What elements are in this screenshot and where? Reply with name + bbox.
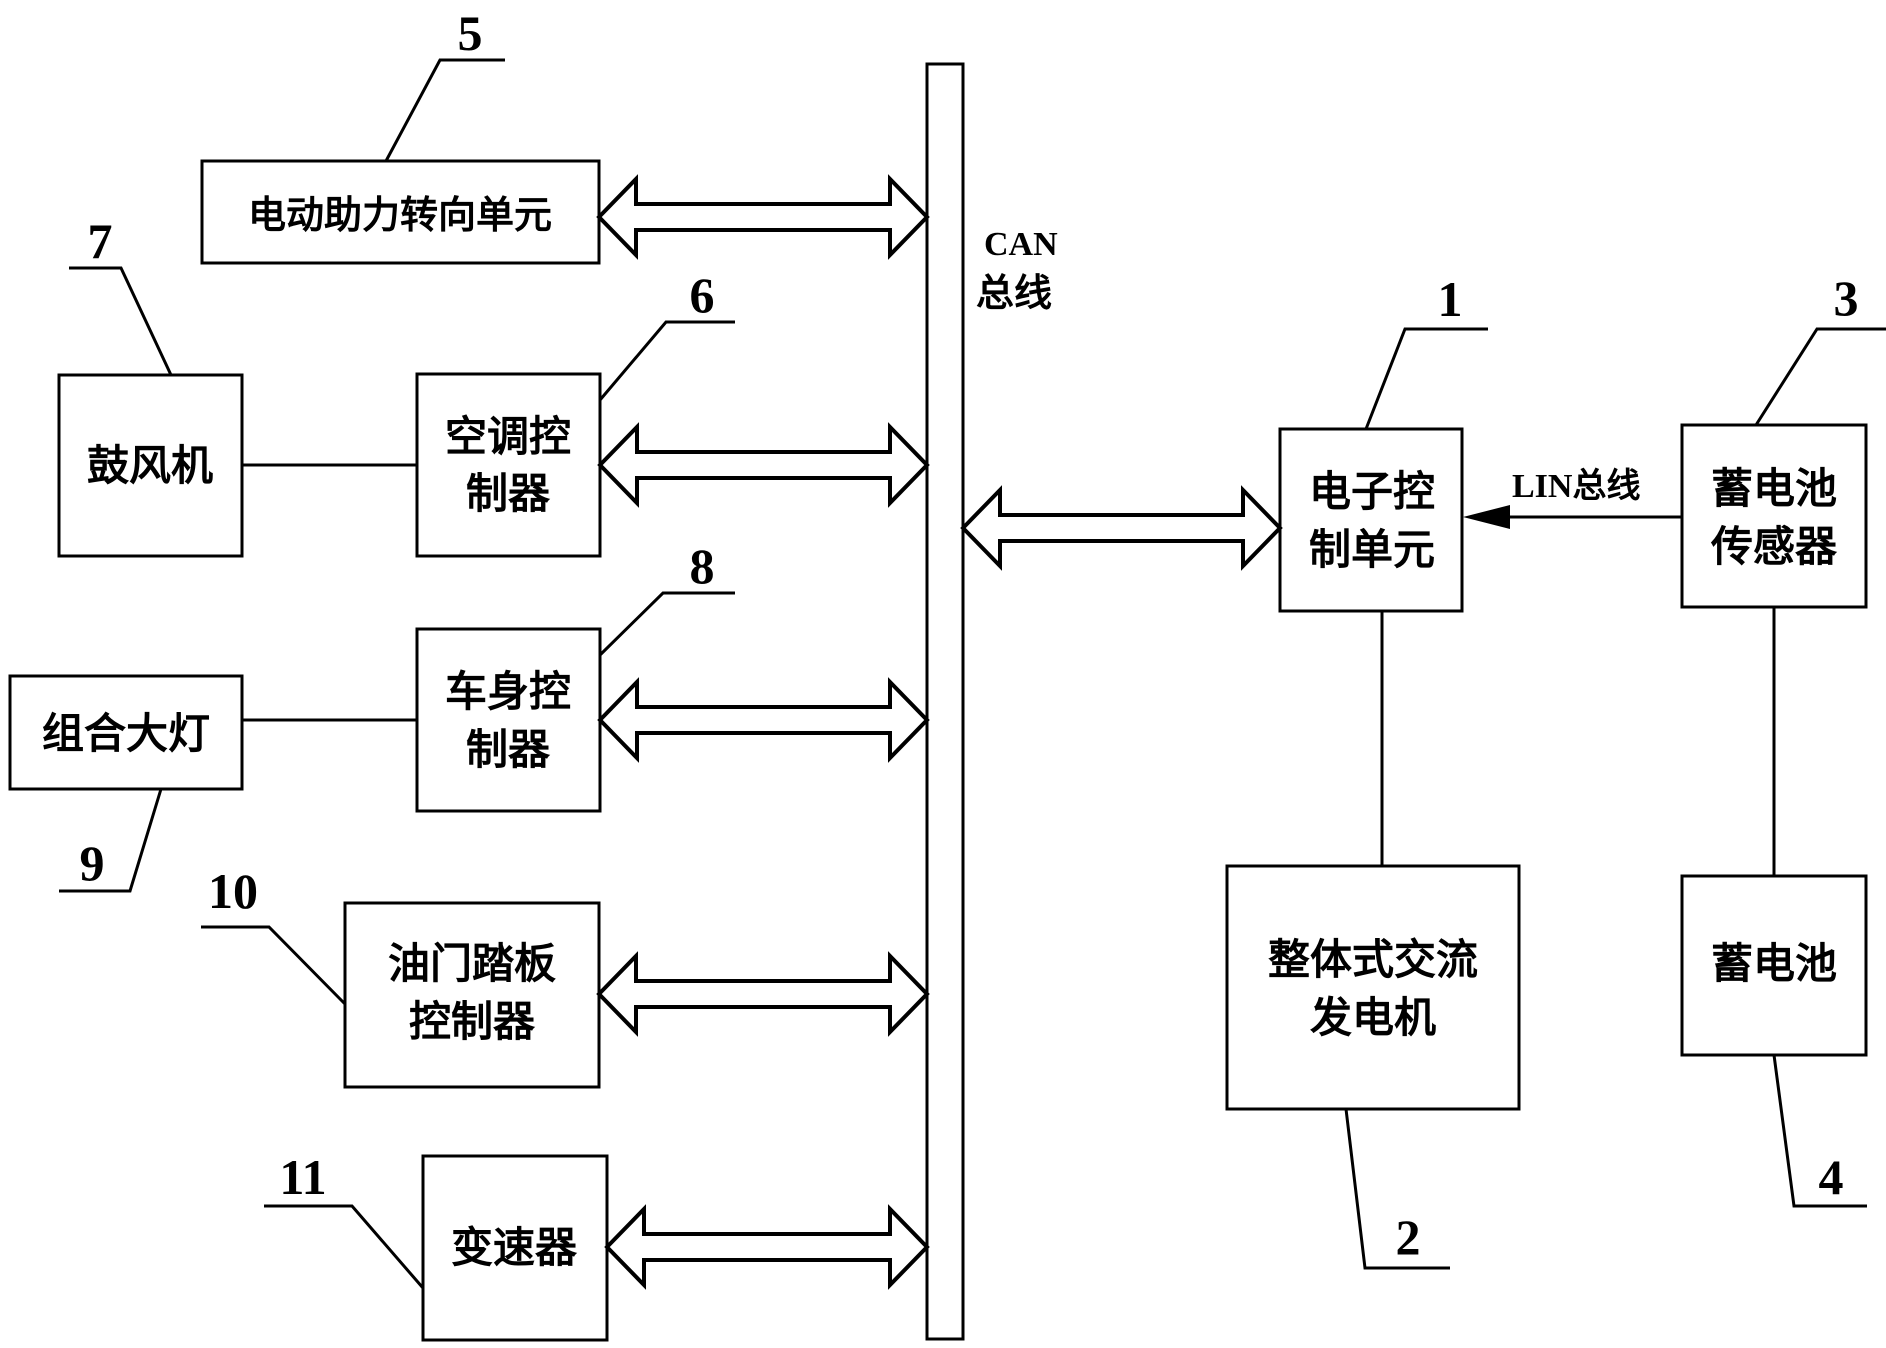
body-controller-label-line1: 车身控 <box>445 667 571 716</box>
double-arrow-icon <box>597 422 930 508</box>
eps-unit-label: 电动助力转向单元 <box>248 193 552 237</box>
battery-box <box>1680 874 1868 1057</box>
headlamp-box <box>8 674 244 791</box>
blower-box <box>57 373 244 558</box>
can-arrow-ac <box>597 422 930 508</box>
can-bus-bar <box>925 62 965 1341</box>
throttle-controller-label-line1: 油门踏板 <box>388 939 556 988</box>
ref-number-3: 3 <box>1834 270 1859 326</box>
alternator-label-line1: 整体式交流 <box>1268 935 1478 984</box>
lin-bus-label: LIN总线 <box>1512 467 1640 505</box>
leader-line-8 <box>598 591 735 657</box>
double-arrow-icon <box>597 677 930 763</box>
leader-line-5 <box>384 58 505 162</box>
ref-number-5: 5 <box>458 5 483 61</box>
ac-controller-box <box>415 372 602 558</box>
throttle-controller-label-line2: 控制器 <box>409 997 536 1046</box>
can-bus-label-can: CAN <box>984 226 1058 263</box>
gearbox-box <box>421 1154 609 1342</box>
gearbox-label: 变速器 <box>451 1223 578 1272</box>
ref-number-2: 2 <box>1396 1209 1421 1265</box>
ref-number-10: 10 <box>208 863 258 919</box>
can-bus-label-bus: 总线 <box>976 271 1052 315</box>
lin-bus-arrowhead-icon <box>1463 505 1510 529</box>
can-arrow-eps <box>596 174 930 260</box>
double-arrow-icon <box>596 174 930 260</box>
leader-line-10 <box>201 925 347 1006</box>
ref-number-6: 6 <box>690 267 715 323</box>
alternator-box <box>1225 864 1521 1111</box>
blower-label: 鼓风机 <box>87 441 213 490</box>
leader-line-2 <box>1344 1108 1450 1270</box>
body-controller-box <box>415 627 602 813</box>
ecu-label-line1: 电子控 <box>1309 467 1435 516</box>
leader-line-3 <box>1754 327 1886 426</box>
throttle-controller-box <box>343 901 601 1089</box>
leader-line-4 <box>1772 1054 1867 1208</box>
can-arrow-ecu <box>960 485 1283 571</box>
leader-line-11 <box>264 1204 425 1289</box>
double-arrow-icon <box>596 951 930 1037</box>
battery-sensor-box <box>1680 423 1868 609</box>
ref-number-9: 9 <box>80 835 105 891</box>
body-controller-label-line2: 制器 <box>466 725 551 774</box>
ref-number-8: 8 <box>690 538 715 594</box>
ac-controller-label-line2: 制器 <box>466 469 551 518</box>
double-arrow-icon <box>604 1204 930 1290</box>
ref-number-7: 7 <box>88 213 113 269</box>
eps-unit-box <box>200 159 601 265</box>
can-arrow-throttle <box>596 951 930 1037</box>
headlamp-label: 组合大灯 <box>42 709 210 758</box>
battery-label: 蓄电池 <box>1711 939 1837 988</box>
leader-line-9 <box>59 788 163 893</box>
leader-line-1 <box>1364 327 1488 430</box>
battery-sensor-label-line1: 蓄电池 <box>1711 464 1837 513</box>
ecu-label-line2: 制单元 <box>1309 525 1435 574</box>
battery-sensor-label-line2: 传感器 <box>1710 522 1838 571</box>
leader-line-6 <box>598 320 735 401</box>
ecu-box <box>1278 427 1464 613</box>
can-arrow-gearbox <box>604 1204 930 1290</box>
leader-line-7 <box>69 266 173 376</box>
ref-number-4: 4 <box>1819 1149 1844 1205</box>
can-arrow-body <box>597 677 930 763</box>
ref-number-1: 1 <box>1438 271 1463 327</box>
double-arrow-icon <box>960 485 1283 571</box>
alternator-label-line2: 发电机 <box>1310 993 1436 1042</box>
ac-controller-label-line1: 空调控 <box>445 412 571 461</box>
ref-number-11: 11 <box>279 1149 326 1205</box>
